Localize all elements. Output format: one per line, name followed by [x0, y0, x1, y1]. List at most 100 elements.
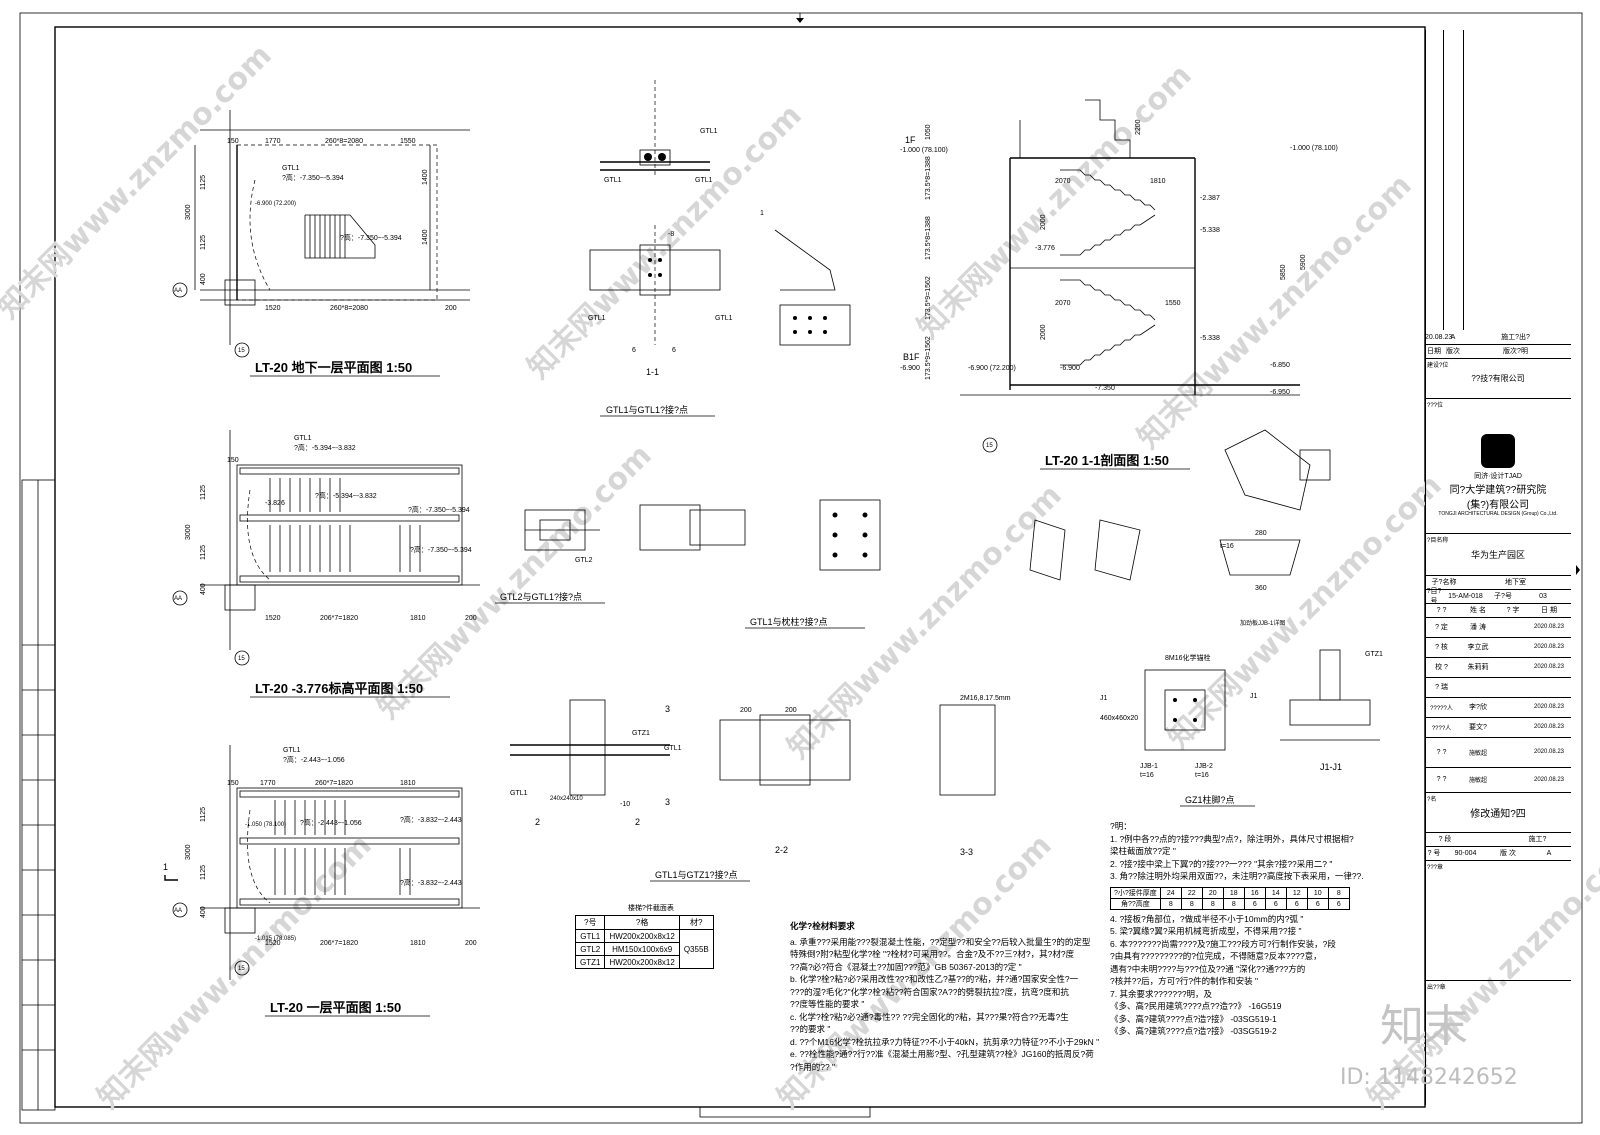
svg-text:1520: 1520: [265, 940, 281, 947]
axis-aa-bubble: [172, 282, 188, 298]
svg-text:1125: 1125: [200, 235, 207, 250]
svg-text:GTL1: GTL1: [283, 747, 301, 754]
watermark-7: 知末网www.znzmo.com: [91, 828, 379, 1116]
svg-text:15: 15: [986, 443, 993, 449]
svg-text:GTL1与GTL1?接?点: GTL1与GTL1?接?点: [606, 404, 688, 415]
staff-row: ?????人 李?欣 2020.08.23: [1425, 697, 1571, 718]
svg-text:AA: AA: [174, 288, 182, 294]
staff-row: ? 瑞: [1425, 677, 1571, 698]
svg-text:1125: 1125: [200, 807, 207, 822]
svg-text:1400: 1400: [422, 169, 429, 185]
center-mark-top: [796, 18, 804, 23]
bottom-ticks: [699, 1106, 871, 1118]
svg-text:5850: 5850: [1280, 264, 1287, 280]
svg-text:GTL1: GTL1: [510, 790, 528, 797]
svg-text:GTL2: GTL2: [575, 557, 593, 564]
svg-text:?高：-3.832~-2.443: ?高：-3.832~-2.443: [400, 878, 462, 887]
svg-text:173.5*9=1562: 173.5*9=1562: [925, 276, 932, 320]
svg-text:1-1: 1-1: [646, 367, 659, 377]
table-row: ?小?接件厚度 24 22 20 18 16 14 12 10 8: [1110, 887, 1350, 899]
section-1-1-title: LT-20 1-1剖面图 1:50: [1045, 453, 1169, 468]
svg-text:150: 150: [227, 138, 239, 145]
svg-text:t=16: t=16: [1220, 543, 1234, 550]
svg-text:B1F: B1F: [903, 352, 920, 362]
svg-text:2070: 2070: [1055, 178, 1071, 185]
svg-text:5900: 5900: [1300, 254, 1307, 270]
svg-text:400: 400: [200, 273, 207, 285]
brand-logo: 知末: [1380, 1001, 1468, 1052]
plan-1f: AA 15 150 1770 260*7=1820 1810 1520 206*…: [172, 745, 480, 1017]
plan-b1-title: LT-20 地下一层平面图 1:50: [255, 360, 412, 375]
svg-text:-5.338: -5.338: [1200, 335, 1220, 342]
project-row: ?目名称 华为生产园区: [1425, 533, 1571, 576]
svg-text:1520: 1520: [265, 305, 281, 312]
svg-text:2-2: 2-2: [775, 845, 788, 855]
svg-text:1770: 1770: [260, 780, 276, 787]
staff-row: ? 定 潘 涛 2020.08.23: [1425, 617, 1571, 638]
svg-text:?高：-2.443~-1.056: ?高：-2.443~-1.056: [300, 818, 362, 827]
plan-1f-title: LT-20 一层平面图 1:50: [270, 1000, 401, 1015]
svg-text:6: 6: [672, 347, 676, 354]
node-gtl1-col: GTL1与枕柱?接?点: [639, 499, 881, 629]
staff-row: 校 ? 朱莉莉 2020.08.23: [1425, 657, 1571, 678]
drawing-no-row: ? 号 90-004 版 次 A: [1425, 846, 1571, 861]
svg-text:GTL1: GTL1: [604, 177, 622, 184]
staff-row: ? 核 李立武 2020.08.23: [1425, 637, 1571, 658]
svg-text:1810: 1810: [400, 780, 416, 787]
output-seal-row: 出??章: [1427, 985, 1446, 991]
plan-3776: AA 15 150 1520 206*7=1820 1810 200 3000 …: [172, 430, 480, 698]
svg-text:?高：-7.350~-5.394: ?高：-7.350~-5.394: [410, 545, 472, 554]
node-gtl1-gtl1: GTL1 GTL1 GTL1 GTL1 GTL1 -8 6 6 1-1 GTL1…: [588, 80, 733, 417]
node-gz1-foot: J1 J1 8M16化学锚栓 460x460x20 JJB-1 JJB-2 t=…: [1100, 649, 1383, 807]
svg-text:GTL1与枕柱?接?点: GTL1与枕柱?接?点: [750, 616, 828, 627]
svg-text:GTL1: GTL1: [588, 315, 606, 322]
svg-text:GZ1柱脚?点: GZ1柱脚?点: [1185, 794, 1235, 805]
general-notes-title: ?明：: [1110, 821, 1132, 831]
svg-text:JJB-2: JJB-2: [1195, 763, 1213, 770]
left-strip: [21, 479, 56, 1111]
svg-text:2070: 2070: [1055, 300, 1071, 307]
svg-text:206*7=1820: 206*7=1820: [320, 940, 358, 947]
svg-text:J1: J1: [1250, 693, 1258, 700]
svg-text:400: 400: [200, 906, 207, 918]
staff-row: ? ? 施敏超 2020.08.23: [1425, 767, 1571, 793]
axis-15-bubble: [234, 342, 250, 358]
svg-text:1520: 1520: [265, 615, 281, 622]
svg-text:-6.900 (72.200): -6.900 (72.200): [255, 201, 296, 207]
svg-text:GTL1: GTL1: [715, 315, 733, 322]
center-mark-right: [1576, 565, 1580, 575]
svg-text:2: 2: [635, 817, 640, 827]
table-row: GTL1 HW200x200x8x12 Q355B: [574, 929, 714, 969]
table-row: GTZ1 HW200x200x8x12: [574, 955, 714, 969]
staff-header: ? ? 姓 名 ? 字 日 期: [1425, 603, 1571, 618]
svg-text:?高：-5.394~-3.832: ?高：-5.394~-3.832: [315, 491, 377, 500]
node-gtl2-gtl1: GTL2 GTL2与GTL1?接?点: [495, 509, 605, 604]
general-notes: ?明： 1. ?例中各??点的?接???典型?点?，除注明外，具体尺寸根据相? …: [1110, 820, 1410, 1038]
svg-text:400: 400: [200, 583, 207, 595]
svg-text:2000: 2000: [1040, 324, 1047, 340]
svg-text:-3.826: -3.826: [265, 500, 285, 507]
svg-text:?高：-2.443~-1.056: ?高：-2.443~-1.056: [283, 755, 345, 764]
client-row: 建设?位 ??技?有限公司: [1425, 358, 1571, 399]
subproject-row: 子?名称 地下室: [1425, 575, 1571, 590]
svg-text:-7.350: -7.350: [1095, 385, 1115, 392]
svg-text:-6.900: -6.900: [1060, 365, 1080, 372]
svg-text:GTL2与GTL1?接?点: GTL2与GTL1?接?点: [500, 591, 582, 602]
svg-text:J1-J1: J1-J1: [1320, 762, 1342, 772]
svg-text:3: 3: [665, 797, 670, 807]
chem-anchor-notes: 化学?栓材料要求 a. 承重???采用能???裂混凝土性能，??定型??和安全?…: [790, 921, 1100, 1072]
svg-text:1125: 1125: [200, 175, 207, 190]
title-block: 20.08.23 A 施工?出? 日期 版次 版次?明 建设?位 ??技?有限公…: [1425, 30, 1571, 1105]
svg-text:173.5*8=1388: 173.5*8=1388: [925, 216, 932, 260]
svg-text:280: 280: [1255, 530, 1267, 537]
plan-b1: AA 15 150 1770 260*8=2080 1550 1520 260*…: [172, 110, 470, 377]
svg-text:1810: 1810: [410, 615, 426, 622]
svg-text:AA: AA: [174, 596, 182, 602]
watermark-2: 知末网www.znzmo.com: [521, 98, 809, 386]
svg-text:-1.050 (78.100): -1.050 (78.100): [245, 822, 286, 828]
svg-text:-6.850: -6.850: [1270, 362, 1290, 369]
svg-text:AA: AA: [174, 908, 182, 914]
svg-text:150: 150: [227, 457, 239, 464]
svg-text:15: 15: [238, 348, 245, 354]
